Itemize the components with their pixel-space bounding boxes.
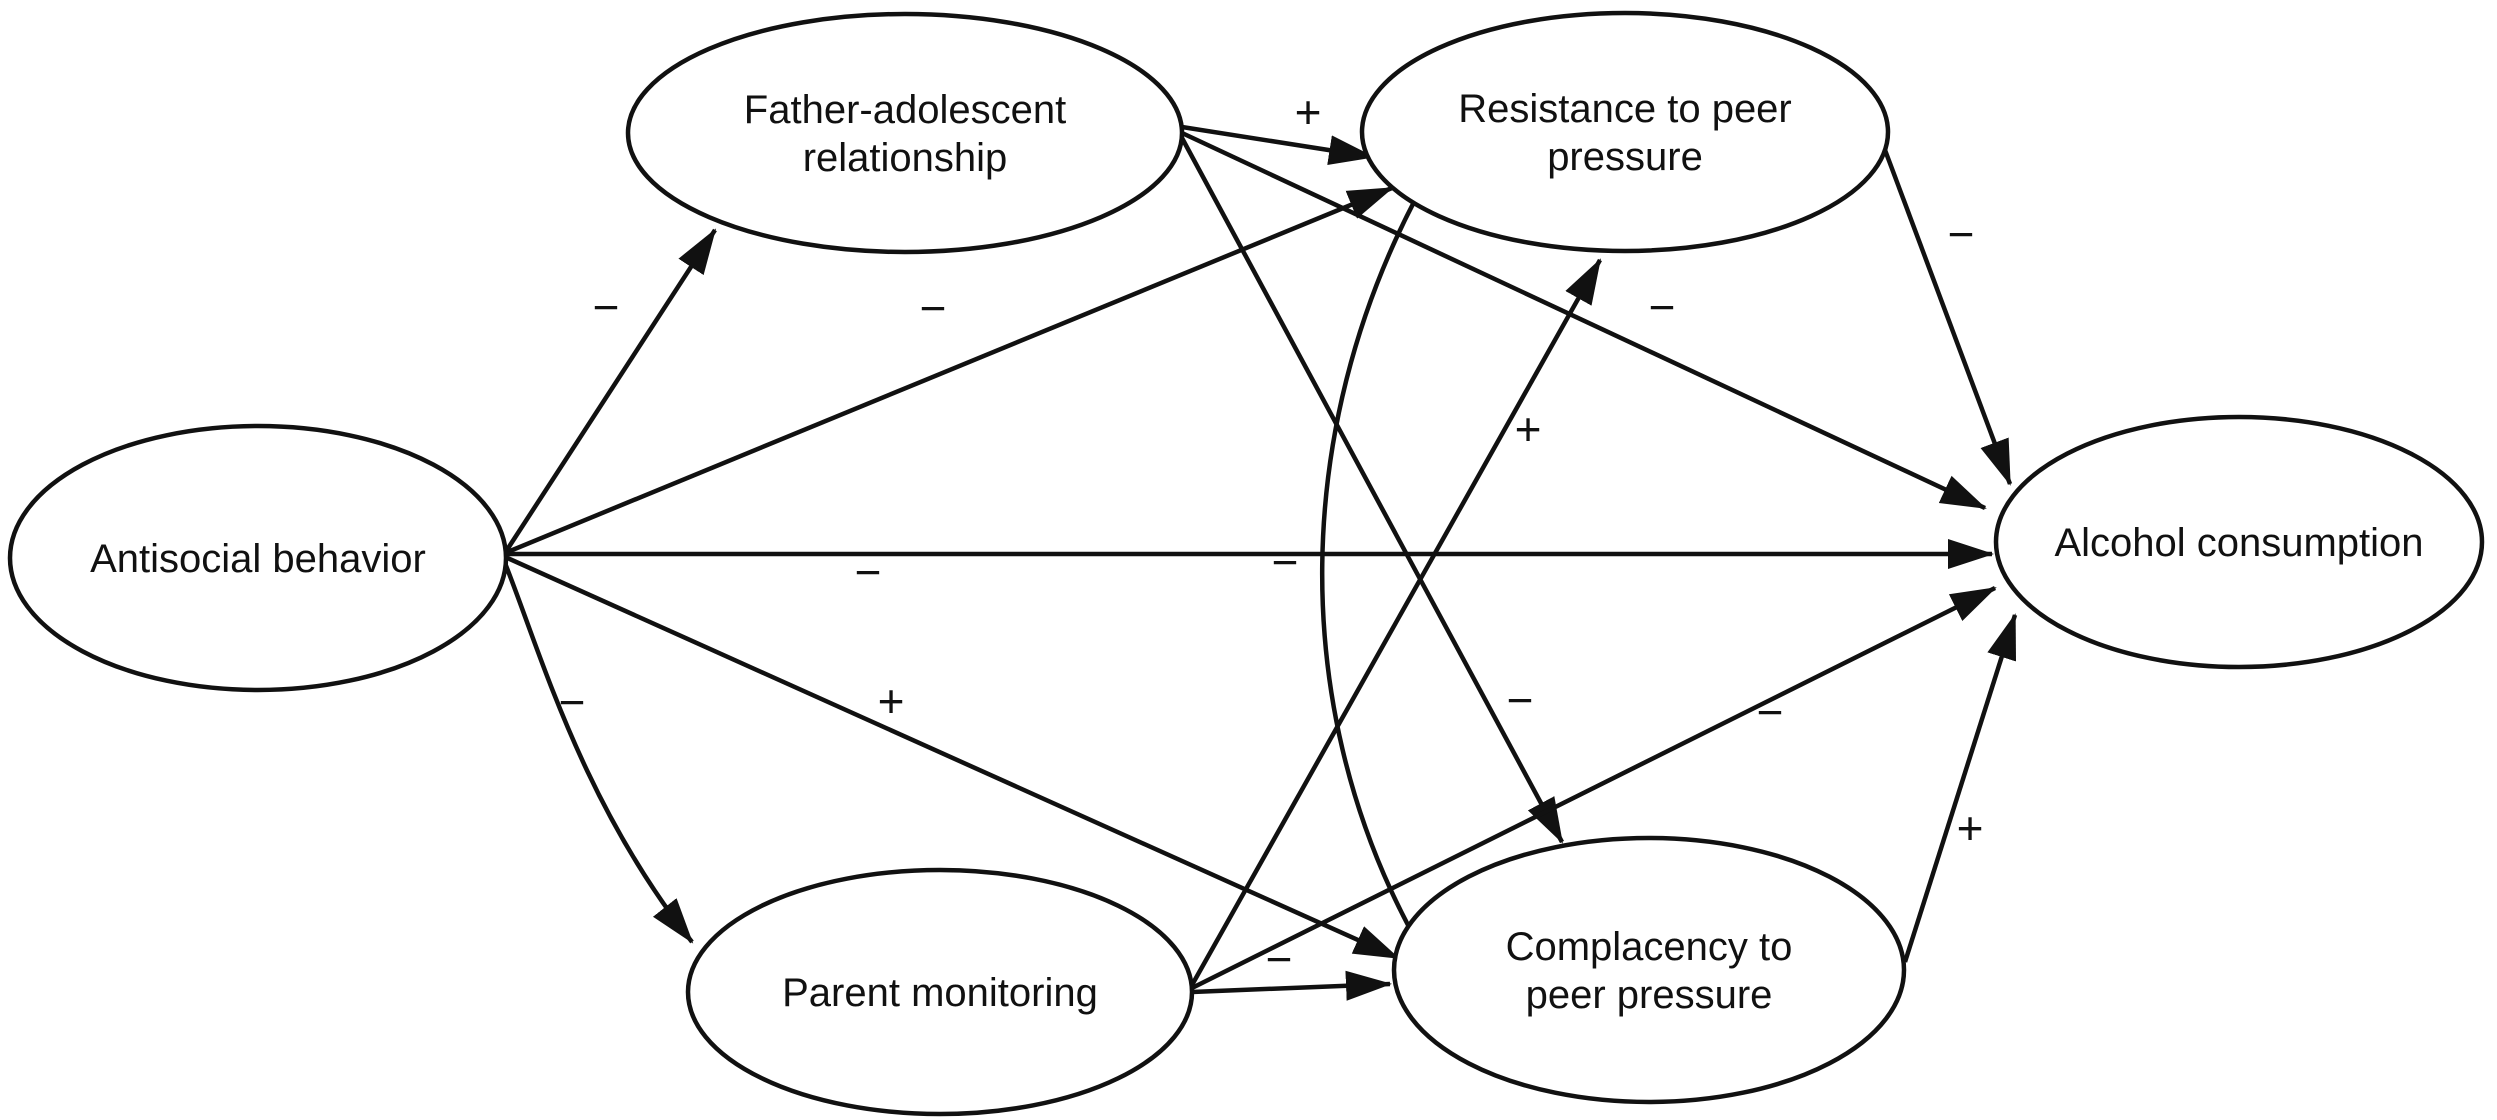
sign-resistance-to-peer-pressure-to-complacency-to-peer-pressure: − [1272,536,1299,588]
sign-parent-monitoring-to-resistance-to-peer-pressure: + [1515,403,1542,455]
sign-father-adolescent-relationship-to-complacency-to-peer-pressure: − [1507,674,1534,726]
sign-antisocial-behavior-to-resistance-to-peer-pressure: − [920,282,947,334]
sign-father-adolescent-relationship-to-alcohol-consumption: − [1649,281,1676,333]
edge-sign-labels-layer: − − − − + + − − + − − − + − [559,86,1984,985]
node-alcohol-consumption: Alcohol consumption [1993,414,2485,670]
father-adolescent-relationship-label-line2: relationship [803,136,1008,180]
sign-antisocial-behavior-to-parent-monitoring: − [559,676,586,728]
father-adolescent-relationship-label-line1: Father-adolescent [744,88,1066,132]
sign-antisocial-behavior-to-complacency-to-peer-pressure: + [878,675,905,727]
edges-layer [500,124,2018,1001]
edge-complacency-to-peer-pressure-to-alcohol-consumption [1902,613,2018,963]
sign-parent-monitoring-to-alcohol-consumption: − [1757,686,1784,738]
edge-antisocial-behavior-to-complacency-to-peer-pressure [502,553,1400,961]
node-parent-monitoring: Parent monitoring [685,867,1195,1117]
edge-resistance-to-peer-pressure-to-alcohol-consumption [1882,149,2013,486]
nodes-layer: Antisocial behavior Father-adolescentrela… [7,10,2485,1117]
edge-parent-monitoring-to-resistance-to-peer-pressure [1190,258,1602,987]
parent-monitoring-label-line1: Parent monitoring [782,971,1098,1015]
sign-antisocial-behavior-to-father-adolescent-relationship: − [593,281,620,333]
edge-father-adolescent-relationship-to-resistance-to-peer-pressure [1181,124,1375,165]
sign-resistance-to-peer-pressure-to-alcohol-consumption: − [1948,208,1975,260]
sign-parent-monitoring-to-complacency-to-peer-pressure: − [1266,933,1293,985]
resistance-to-peer-pressure-ellipse [1359,10,1891,254]
edge-parent-monitoring-to-complacency-to-peer-pressure [1191,970,1392,1001]
father-adolescent-relationship-ellipse [625,11,1185,255]
sign-antisocial-behavior-to-alcohol-consumption: − [855,546,882,598]
node-antisocial-behavior: Antisocial behavior [7,423,509,693]
alcohol-consumption-ellipse [1993,414,2485,670]
antisocial-behavior-ellipse [7,423,509,693]
sign-complacency-to-peer-pressure-to-alcohol-consumption: + [1957,802,1984,854]
complacency-to-peer-pressure-label-line2: peer pressure [1526,973,1773,1017]
sign-father-adolescent-relationship-to-resistance-to-peer-pressure: + [1295,86,1322,138]
complacency-to-peer-pressure-ellipse [1391,835,1907,1105]
edge-antisocial-behavior-to-parent-monitoring [500,557,694,944]
edge-parent-monitoring-to-alcohol-consumption [1190,585,1997,991]
parent-monitoring-ellipse [685,867,1195,1117]
alcohol-consumption-label-line1: Alcohol consumption [2054,521,2423,565]
antisocial-behavior-label-line1: Antisocial behavior [90,537,426,581]
resistance-to-peer-pressure-label-line2: pressure [1547,135,1703,179]
edge-father-adolescent-relationship-to-complacency-to-peer-pressure [1180,136,1564,844]
edge-antisocial-behavior-to-father-adolescent-relationship [501,228,717,558]
edge-resistance-to-peer-pressure-to-complacency-to-peer-pressure [1320,198,1417,927]
edge-father-adolescent-relationship-to-alcohol-consumption [1181,130,1987,511]
resistance-to-peer-pressure-label-line1: Resistance to peer [1458,87,1792,131]
complacency-to-peer-pressure-label-line1: Complacency to [1506,925,1793,969]
